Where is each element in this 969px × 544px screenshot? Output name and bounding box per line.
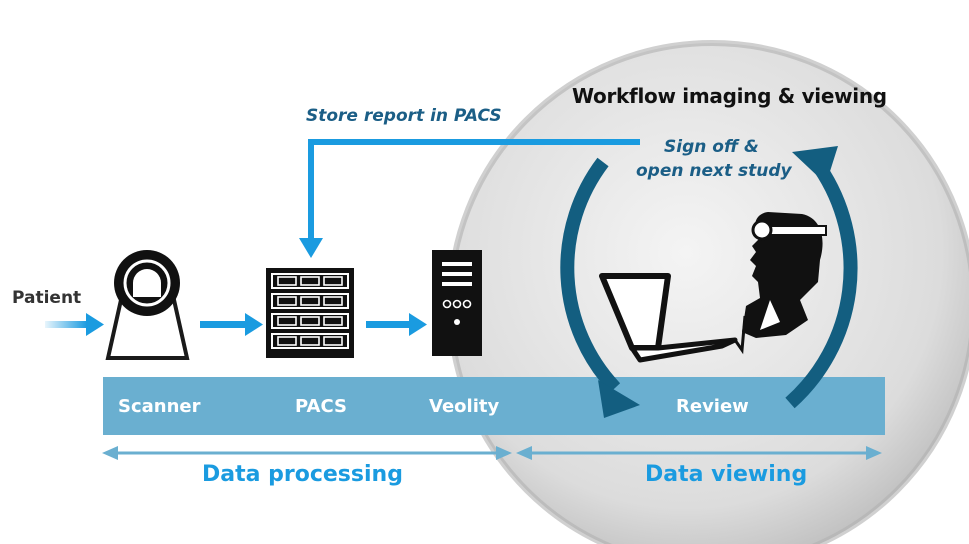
signoff-label-line2: open next study <box>636 161 792 181</box>
radiologist-laptop-icon <box>599 212 827 363</box>
phase-label-processing: Data processing <box>202 462 403 487</box>
stage-label-scanner: Scanner <box>118 396 201 417</box>
scanner-to-pacs-arrow <box>200 313 263 336</box>
workstation-tower-icon <box>432 250 482 356</box>
phase-label-viewing: Data viewing <box>645 462 808 487</box>
cycle-arrow-right <box>785 146 858 409</box>
store-report-arrow <box>299 139 640 258</box>
stage-label-review: Review <box>676 396 749 417</box>
ct-scanner-icon <box>105 250 190 360</box>
signoff-label-line1: Sign off & <box>664 137 759 157</box>
pacs-to-veolity-arrow <box>366 313 427 336</box>
data-viewing-span-arrow <box>516 446 882 460</box>
stage-label-veolity: Veolity <box>429 396 500 417</box>
stage-bar <box>103 377 885 435</box>
store-report-label: Store report in PACS <box>306 106 502 126</box>
workflow-title: Workflow imaging & viewing <box>572 84 887 108</box>
cycle-arrow-left <box>560 157 640 418</box>
server-rack-icon <box>266 268 354 358</box>
patient-label: Patient <box>12 288 82 308</box>
patient-arrow <box>45 313 104 336</box>
stage-label-pacs: PACS <box>295 396 347 417</box>
data-processing-span-arrow <box>102 446 512 460</box>
